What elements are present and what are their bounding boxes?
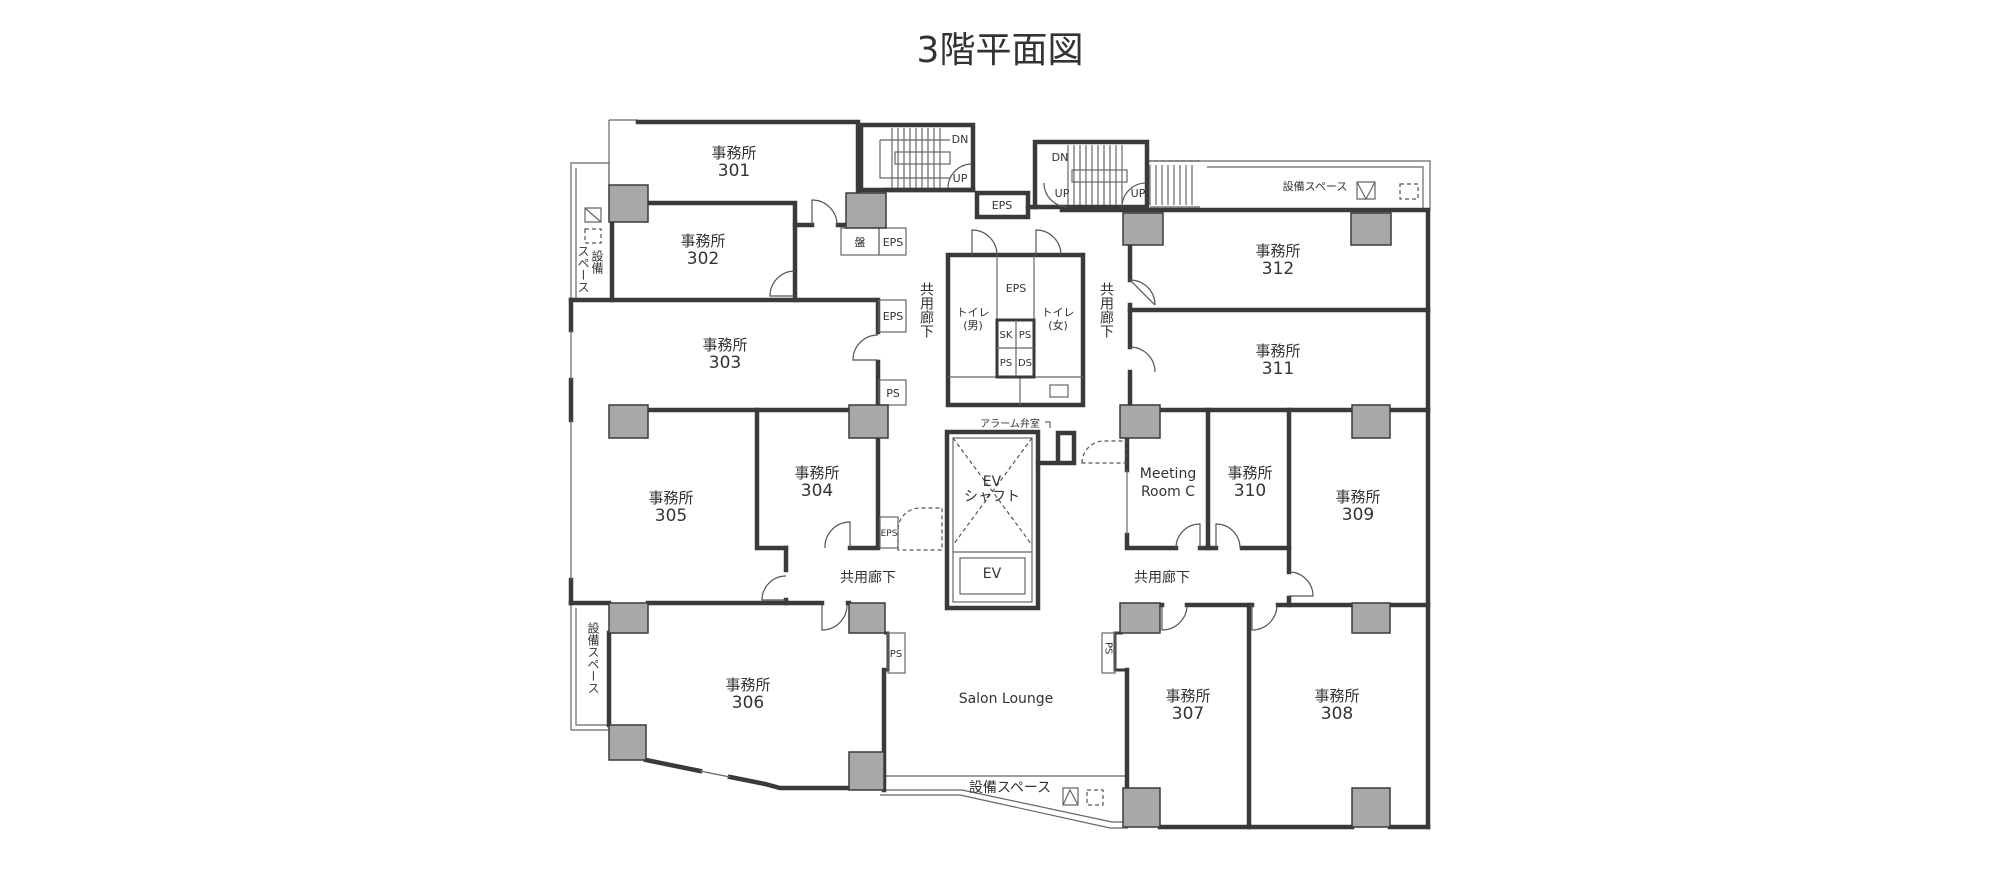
salon-lounge-label: Salon Lounge (959, 691, 1054, 707)
ev-shaft-label-1: EV (983, 474, 1002, 490)
ps-label: PS (1103, 642, 1114, 654)
stair-up-label: UP (1055, 187, 1070, 200)
doors (761, 163, 1314, 631)
room-302-label: 事務所 (680, 232, 725, 250)
vent-icon (1062, 787, 1079, 806)
room-305-number: 305 (655, 506, 687, 526)
room-301-number: 301 (718, 161, 750, 181)
room-303-number: 303 (709, 353, 741, 373)
toilet-men-label-2: (男) (963, 319, 983, 332)
shaft-icons (584, 181, 1419, 806)
stair-dn-label: DN (1052, 151, 1069, 164)
structural-columns (608, 184, 1392, 828)
equipment-space-label-bottom: 設備スペース (969, 780, 1051, 796)
panel-label: 盤 (855, 236, 866, 249)
walls (568, 119, 1431, 830)
room-308-number: 308 (1321, 704, 1353, 724)
stair-up-label: UP (1131, 187, 1146, 200)
eps-label: EPS (1006, 282, 1027, 295)
meeting-room-label-2: Room C (1141, 484, 1195, 500)
room-310-number: 310 (1234, 481, 1266, 501)
room-312-label: 事務所 (1255, 242, 1300, 260)
vent-dashed-icon (1086, 789, 1104, 806)
equipment-space-label-left-a: 設備 (590, 249, 604, 275)
corridor-label-left: 共用廊下 (918, 282, 934, 338)
toilet-women-label-1: トイレ (1042, 306, 1075, 319)
room-302-number: 302 (687, 249, 719, 269)
stair-up-label: UP (953, 172, 968, 185)
eps-label: EPS (992, 199, 1013, 212)
stairs (879, 128, 1200, 208)
toilet-women-label-2: (女) (1048, 318, 1068, 332)
room-304-label: 事務所 (794, 464, 839, 482)
room-307-label: 事務所 (1165, 687, 1210, 705)
room-309-number: 309 (1342, 505, 1374, 525)
equipment-space-label-left-b: スペース (576, 245, 590, 293)
ds-label: DS (1018, 358, 1032, 369)
corridor-label-right: 共用廊下 (1098, 282, 1114, 338)
room-312-number: 312 (1262, 259, 1294, 279)
room-307-number: 307 (1172, 704, 1204, 724)
vent-icon (584, 207, 602, 223)
room-306-number: 306 (732, 693, 764, 713)
room-303-label: 事務所 (702, 336, 747, 354)
equipment-space-label-lower-left: 設備スペース (586, 621, 600, 694)
room-labels: 事務所 301 事務所 302 事務所 303 事務所 304 事務所 305 … (648, 144, 1380, 724)
common-labels: 共用廊下 共用廊下 共用廊下 共用廊下 設備スペース 設備 スペース 設備スペー… (576, 133, 1347, 796)
vent-dashed-icon (1399, 183, 1419, 200)
equipment-space-label-top: 設備スペース (1283, 179, 1348, 193)
alarm-valve-room-label: アラーム弁室 (980, 417, 1040, 430)
room-305-label: 事務所 (648, 489, 693, 507)
room-311-number: 311 (1262, 359, 1294, 379)
corridor-label-lower-left: 共用廊下 (840, 569, 896, 586)
room-311-label: 事務所 (1255, 342, 1300, 360)
room-308-label: 事務所 (1314, 687, 1359, 705)
stair-dn-label: DN (952, 133, 969, 146)
meeting-room-label-1: Meeting (1140, 466, 1196, 482)
ps-label: PS (886, 387, 900, 400)
equipment-space-outlines (570, 119, 1431, 829)
ps-label: PS (1000, 358, 1012, 369)
room-309-label: 事務所 (1335, 488, 1380, 506)
room-306-label: 事務所 (725, 676, 770, 694)
eps-label: EPS (883, 310, 904, 323)
room-310-label: 事務所 (1227, 464, 1272, 482)
eps-label: EPS (881, 529, 898, 539)
ps-label: PS (1019, 330, 1031, 341)
ps-label: PS (890, 649, 902, 660)
vent-dashed-icon (584, 228, 602, 244)
room-301-label: 事務所 (711, 144, 756, 162)
ev-label: EV (983, 566, 1002, 582)
vent-icon (1356, 181, 1376, 201)
corridor-label-lower-right: 共用廊下 (1134, 569, 1190, 586)
page-title: 3階平面図 (917, 30, 1084, 71)
toilet-men-label-1: トイレ (957, 306, 990, 319)
ev-shaft-label-2: シャフト (964, 489, 1020, 505)
eps-label: EPS (883, 236, 904, 249)
sk-label: SK (1000, 330, 1013, 341)
room-304-number: 304 (801, 481, 833, 501)
